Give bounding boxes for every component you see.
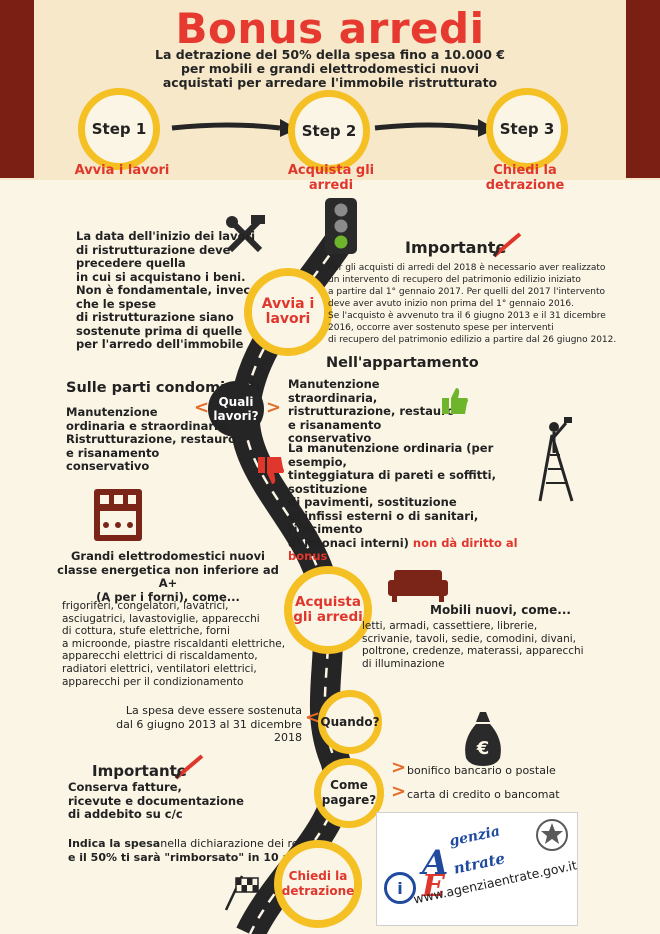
chevron-left-icon: < — [194, 397, 210, 418]
step-1-circle: Step 1 — [78, 88, 160, 170]
chiedi-text: Indica la spesanella dichiarazione dei r… — [68, 837, 323, 864]
node-chiedi-detrazione: Chiedi la detrazione — [274, 840, 362, 928]
thumbs-down-icon — [258, 457, 284, 484]
chevron-right-icon: > — [391, 781, 407, 802]
importante-bottom-heading: Importante — [92, 762, 187, 780]
payment-option-bonifico: bonifico bancario o postale — [407, 764, 556, 777]
condominiali-heading: Sulle parti condominiali — [66, 380, 261, 396]
checkered-flag-icon — [224, 875, 259, 911]
emblem-icon — [536, 819, 568, 851]
money-bag-icon: € — [465, 712, 501, 766]
svg-text:E: E — [421, 869, 446, 898]
right-curtain — [626, 0, 660, 178]
node-come-pagare: Come pagare? — [314, 758, 384, 828]
svg-text:€: € — [476, 738, 490, 759]
importante-top-text: Per gli acquisti di arredi del 2018 è ne… — [328, 263, 617, 345]
appartamento-yes-text: Manutenzione straordinaria,ristrutturazi… — [288, 377, 455, 445]
node-avvia-lavori: Avvia i lavori — [244, 268, 332, 356]
left-curtain — [0, 0, 34, 178]
node-acquista-arredi: Acquista gli arredi — [284, 566, 372, 654]
importante-bottom-text: Conserva fatture,ricevute e documentazio… — [68, 780, 244, 821]
node-quali-lavori: Quali lavori? — [208, 381, 264, 437]
svg-text:A: A — [419, 843, 448, 883]
page-subtitle: La detrazione del 50% della spesa fino a… — [154, 47, 505, 90]
step-1-label: Avvia i lavori — [74, 163, 170, 178]
sofa-icon — [388, 570, 448, 602]
pen-icon — [492, 232, 522, 258]
node-quando: Quando? — [318, 690, 382, 754]
appartamento-no-text: La manutenzione ordinaria (per esempio,t… — [288, 441, 518, 563]
step-2-circle: Step 2 — [288, 90, 370, 172]
appartamento-heading: Nell'appartamento — [326, 355, 479, 371]
step-3-label: Chiedi la detrazione — [485, 163, 565, 193]
painter-ladder-icon — [538, 417, 574, 502]
pen-icon — [174, 754, 204, 780]
thumbs-up-icon — [442, 388, 468, 414]
chevron-right-icon: > — [391, 757, 407, 778]
no-bonus-text: non dà diritto al bonus — [288, 535, 518, 563]
elettrodomestici-list: frigoriferi, congelatori, lavatrici,asci… — [62, 600, 286, 688]
chevron-right-icon: > — [266, 397, 282, 418]
step-2-label: Acquista gli arredi — [287, 163, 375, 193]
info-icon: i — [384, 872, 416, 904]
tools-icon — [226, 215, 265, 253]
mobili-heading: Mobili nuovi, come... — [430, 603, 571, 617]
payment-option-carta: carta di credito o bancomat — [407, 788, 560, 801]
traffic-light-icon — [325, 198, 357, 254]
agenzia-entrate-logo-mark: A E — [419, 843, 448, 898]
step-3-circle: Step 3 — [486, 88, 568, 170]
page-title: Bonus arredi — [175, 4, 485, 53]
chevron-left-icon: < — [305, 707, 321, 728]
appliance-icon — [94, 489, 142, 541]
importante-top-heading: Importante — [405, 238, 507, 257]
mobili-list: letti, armadi, cassettiere, librerie,scr… — [362, 620, 584, 670]
